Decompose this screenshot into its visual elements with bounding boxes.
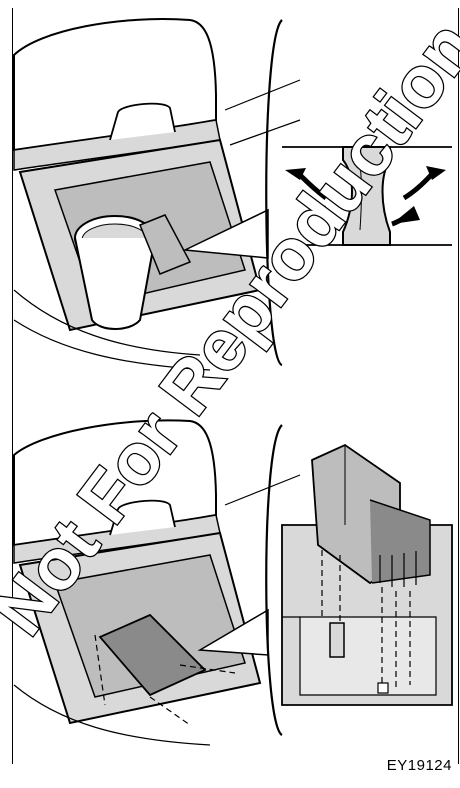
cupholder-removal-illustration (0, 405, 460, 750)
cupholder-with-cup-illustration (0, 0, 460, 380)
figure-code-label: EY19124 (387, 757, 452, 774)
